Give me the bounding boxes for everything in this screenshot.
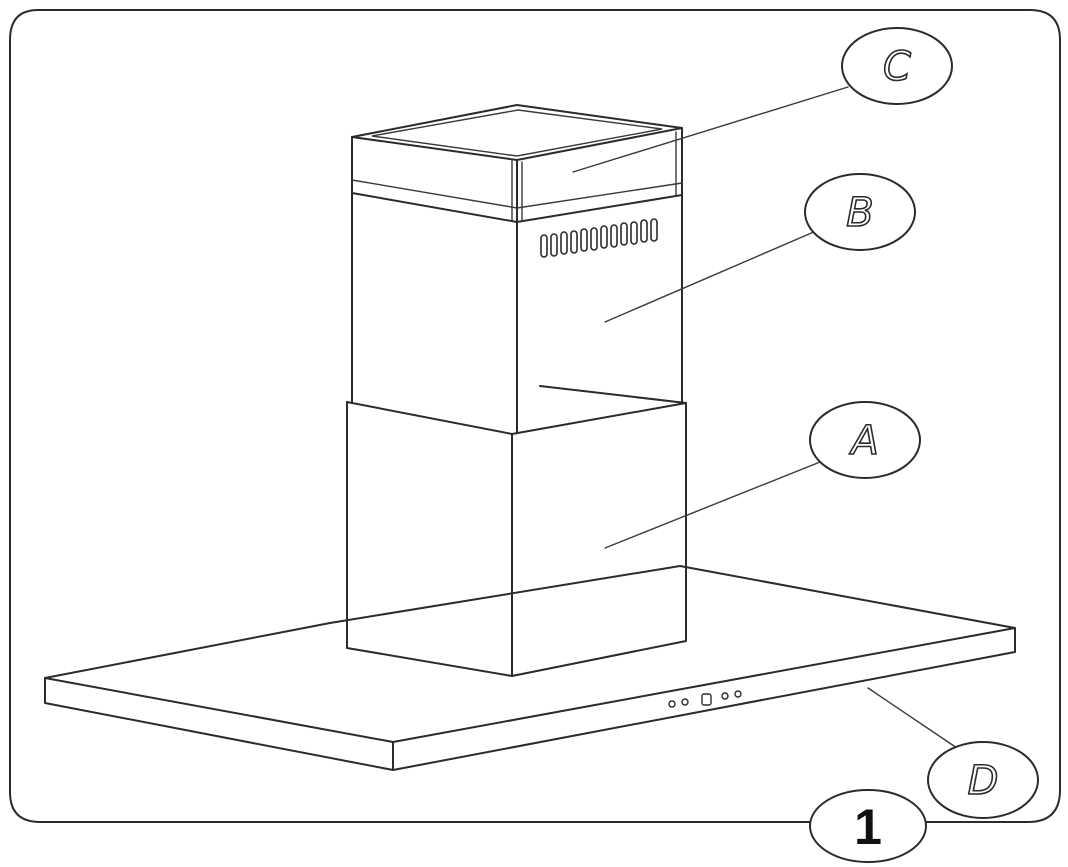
control-panel xyxy=(668,690,742,708)
callout-d: D xyxy=(927,741,1039,819)
lower-chimney xyxy=(346,385,687,677)
leader-b xyxy=(604,227,824,323)
upper-chimney xyxy=(351,192,683,433)
vent-slots xyxy=(540,218,658,258)
leader-d xyxy=(867,687,958,749)
callout-b-label: B xyxy=(846,190,873,236)
callout-a: A xyxy=(809,401,921,479)
leader-a xyxy=(604,455,836,549)
callout-c-label: C xyxy=(883,44,911,90)
hood-canopy xyxy=(44,565,1016,771)
callout-d-label: D xyxy=(968,758,999,804)
top-bracket xyxy=(351,104,683,223)
figure-number-badge: 1 xyxy=(809,789,927,863)
callout-a-label: A xyxy=(848,418,878,464)
callout-c: C xyxy=(841,27,953,105)
diagram-frame xyxy=(9,9,1061,823)
callout-b: B xyxy=(804,173,916,251)
figure-number: 1 xyxy=(854,799,882,855)
leader-c xyxy=(572,86,849,173)
